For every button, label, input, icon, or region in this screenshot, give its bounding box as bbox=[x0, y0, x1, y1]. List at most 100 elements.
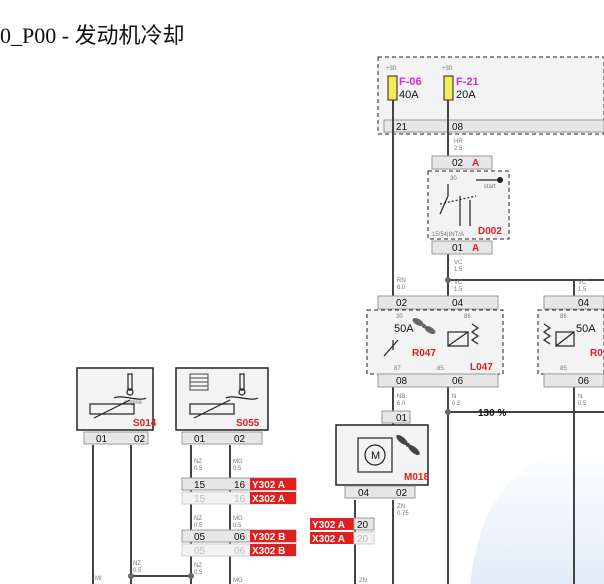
relay-pin-08: 08 bbox=[396, 376, 408, 387]
wire-label-nb-size: 6.0 bbox=[397, 401, 406, 407]
y302b-label: Y302 B bbox=[252, 532, 285, 543]
m018-pin-strip-top bbox=[381, 410, 411, 424]
relay2-terminal-86: 86 bbox=[560, 314, 567, 320]
y302b-badge bbox=[250, 530, 296, 542]
relay-pin-strip-bot bbox=[377, 373, 499, 388]
background-cloud bbox=[470, 448, 604, 584]
wire-label-zn1-size: 0.75 bbox=[397, 511, 409, 517]
relay2-pin-strip-bot bbox=[543, 373, 604, 388]
relay2-pin-strip-top bbox=[543, 295, 604, 310]
d002-label: D002 bbox=[478, 226, 502, 237]
fuse-2-rating: 20A bbox=[456, 89, 476, 101]
junction-dot bbox=[128, 573, 134, 579]
fuse-box-pin-21: 21 bbox=[396, 122, 408, 133]
y302a-label-1: Y302 A bbox=[252, 480, 285, 491]
junction-dot bbox=[188, 573, 194, 579]
conn-a-pin-15-ghost: 15 bbox=[194, 494, 206, 505]
d002-subterminals: 15/54|INT/A bbox=[432, 232, 464, 238]
relay-terminal-87: 87 bbox=[394, 366, 401, 372]
fuse-box-pin-08: 08 bbox=[452, 122, 464, 133]
s014-pin-01: 01 bbox=[96, 434, 108, 445]
junction-dot bbox=[445, 277, 451, 283]
fuse-2-supply: +30 bbox=[442, 66, 453, 72]
x302a-pin-box bbox=[353, 531, 375, 545]
y302a-badge-2 bbox=[310, 518, 354, 530]
s014-sensor-symbol bbox=[89, 399, 135, 419]
conn-b-pin-06: 06 bbox=[234, 532, 246, 543]
d002-terminal-30: 30 bbox=[450, 176, 457, 182]
s055-pin-strip bbox=[181, 431, 263, 445]
m018-fan-icon bbox=[396, 434, 420, 456]
wire-label-zn2: ZN bbox=[359, 578, 367, 584]
x302a-label-2: X302 A bbox=[312, 534, 345, 545]
s014-thermometer-icon bbox=[113, 373, 147, 400]
d002-pin-strip-bot bbox=[431, 240, 493, 255]
y302a-pin-box bbox=[353, 517, 375, 531]
d002-switch-symbol bbox=[439, 179, 500, 226]
wire-label-vc2: VC bbox=[454, 280, 463, 286]
wire-label-mg3: MG bbox=[233, 578, 243, 584]
junction-dot bbox=[445, 409, 451, 415]
fuse-box-pin-strip bbox=[383, 119, 604, 133]
wire-label-vc3: VC bbox=[578, 280, 587, 286]
relay-contact-symbol bbox=[383, 323, 480, 357]
wire-label-n1-size: 0.5 bbox=[452, 401, 461, 407]
d002-pin-01: 01 bbox=[452, 243, 464, 254]
fan-icon bbox=[412, 318, 436, 334]
m018-motor-symbol bbox=[357, 437, 393, 473]
fuse-2-id: F-21 bbox=[456, 76, 479, 88]
s055-pin-01: 01 bbox=[194, 434, 206, 445]
d002-key-icon bbox=[497, 177, 503, 183]
fuse-1-icon bbox=[387, 75, 398, 101]
wire-label-mg2: MG bbox=[233, 516, 243, 522]
m018-pin-02: 02 bbox=[396, 488, 408, 499]
wire-label-nz1-size: 0.5 bbox=[194, 466, 203, 472]
conn-b-pin-05-ghost: 05 bbox=[194, 546, 206, 557]
relay2-terminal-85: 85 bbox=[560, 366, 567, 372]
relay-r047-label: R047 bbox=[412, 348, 436, 359]
x302b-badge bbox=[250, 544, 296, 556]
s055-radiator-icon bbox=[189, 373, 209, 391]
s014-pin-strip bbox=[83, 431, 149, 445]
fuse-1-id: F-06 bbox=[399, 76, 422, 88]
x302a-badge-2 bbox=[310, 532, 354, 544]
wire-label-nz2: NZ bbox=[194, 516, 202, 522]
relay2-rating: 50A bbox=[576, 323, 596, 335]
wire-label-nz3: NZ bbox=[133, 561, 141, 567]
wire-label-mg2-size: 0.5 bbox=[233, 523, 242, 529]
y302a-label-2: Y302 A bbox=[312, 520, 345, 531]
d002-pin-02-tag: A bbox=[472, 158, 479, 169]
wire-label-nz1: NZ bbox=[194, 459, 202, 465]
conn-a-pin-16-ghost: 16 bbox=[234, 494, 246, 505]
y302a-pin-20: 20 bbox=[357, 520, 369, 531]
relay-pin-strip-top bbox=[377, 295, 499, 310]
s055-pin-02: 02 bbox=[234, 434, 246, 445]
s055-thermometer-icon bbox=[225, 373, 259, 400]
wire-label-nb: NB bbox=[397, 394, 405, 400]
m018-box bbox=[335, 424, 429, 486]
s055-label: S055 bbox=[236, 418, 260, 429]
wire-label-n2: N bbox=[578, 394, 582, 400]
fuse-2-icon bbox=[443, 75, 454, 101]
relay2-coil-symbol bbox=[542, 323, 575, 347]
wire-label-rn-size: 6.0 bbox=[397, 285, 406, 291]
relay-terminal-86: 86 bbox=[464, 314, 471, 320]
relay2-pin-04: 04 bbox=[578, 298, 590, 309]
m018-pin-strip-bot bbox=[344, 485, 416, 499]
d002-pin-02: 02 bbox=[452, 158, 464, 169]
wire-label-n1: N bbox=[452, 394, 456, 400]
zoom-level[interactable]: 130 % bbox=[478, 408, 506, 419]
relay-pin-02: 02 bbox=[396, 298, 408, 309]
s014-engine-label: engine bbox=[124, 400, 143, 406]
conn-b-pin-06-ghost: 06 bbox=[234, 546, 246, 557]
y302a-badge-1 bbox=[250, 478, 296, 490]
x302a-badge-1 bbox=[250, 492, 296, 504]
wire-label-vc1: VC bbox=[454, 260, 463, 266]
relay-l047-box bbox=[366, 309, 504, 375]
fuse-1-rating: 40A bbox=[399, 89, 419, 101]
m018-motor-letter: M bbox=[371, 450, 380, 462]
wire-label-hr-size: 2.5 bbox=[454, 146, 463, 152]
m018-label: M018 bbox=[404, 472, 429, 483]
relay-pin-04: 04 bbox=[452, 298, 464, 309]
wire-label-hr: HR bbox=[454, 139, 463, 145]
